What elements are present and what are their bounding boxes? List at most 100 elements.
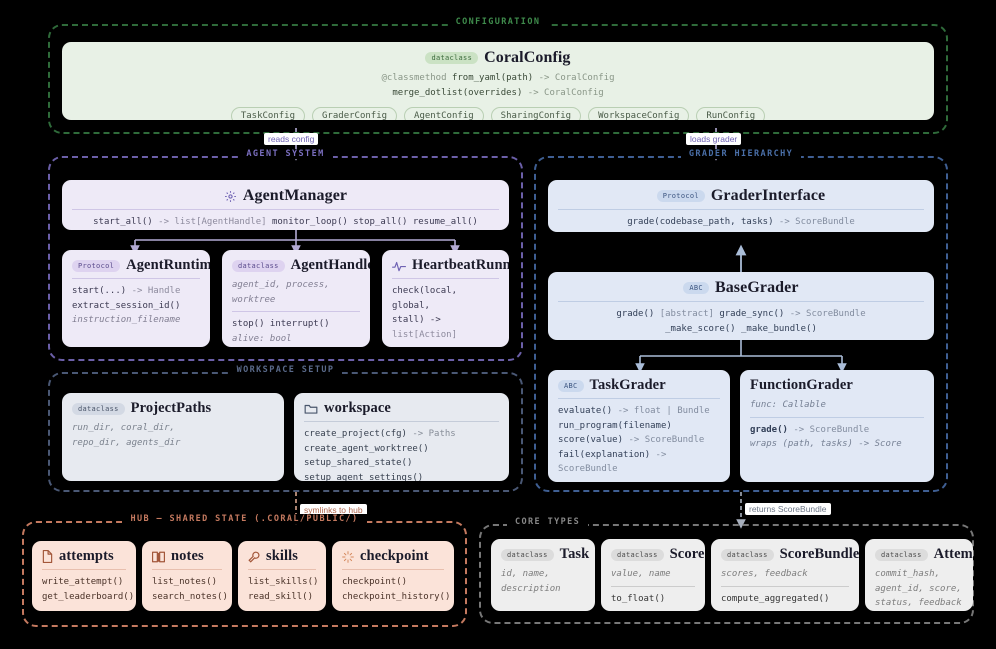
config-chip-taskconfig[interactable]: TaskConfig <box>230 107 306 120</box>
badge-dataclass: dataclass <box>875 548 928 561</box>
code-token: alive: bool <box>232 333 292 344</box>
card-rows: id, name,description <box>501 567 585 596</box>
card-title: skills <box>266 548 299 564</box>
card-header: dataclass AgentHandle <box>232 257 370 274</box>
card-rows: checkpoint()checkpoint_history() <box>342 575 450 604</box>
section-title-core-types: CORE TYPES <box>481 517 972 527</box>
code-line: setup_agent_settings() <box>304 471 499 482</box>
card-header: dataclass Attempt <box>875 546 973 563</box>
card-agent-handle[interactable]: dataclass AgentHandle agent_id, process,… <box>222 250 370 347</box>
code-token: from_yaml(path) <box>451 73 539 83</box>
code-token: list_notes() <box>152 577 218 587</box>
card-heartbeat-runner[interactable]: HeartbeatRunner check(local, global, sta… <box>382 250 509 347</box>
code-token: grade(codebase_path, tasks) <box>627 217 779 227</box>
card-coral-config[interactable]: dataclass CoralConfig @classmethod from_… <box>62 42 934 120</box>
code-line: agent_id, score, <box>875 582 963 597</box>
card-rows: list_skills()read_skill() <box>248 575 319 604</box>
card-header: ABC BaseGrader <box>558 279 924 297</box>
divider <box>152 569 222 570</box>
divider <box>72 278 200 279</box>
card-title: CoralConfig <box>484 49 571 66</box>
section-title-grader-hierarchy: GRADER HIERARCHY <box>536 149 946 159</box>
card-task[interactable]: dataclass Task id, name,description <box>491 539 595 611</box>
config-chip-graderconfig[interactable]: GraderConfig <box>312 107 398 120</box>
folder-icon <box>304 403 318 415</box>
section-title-agent-system: AGENT SYSTEM <box>50 149 521 159</box>
card-score[interactable]: dataclass Score value, name to_float() <box>601 539 705 611</box>
card-header: Protocol AgentRuntime <box>72 257 210 274</box>
code-line: create_project(cfg) -> Paths <box>304 427 499 442</box>
card-checkpoint[interactable]: checkpoint checkpoint()checkpoint_histor… <box>332 541 454 611</box>
card-agent-manager[interactable]: AgentManager start_all() -> list[AgentHa… <box>62 180 509 230</box>
card-rows: write_attempt()get_leaderboard() <box>42 575 134 604</box>
card-rows: commit_hash,agent_id, score,status, feed… <box>875 567 963 611</box>
connector-label-returns-scorebundle: returns ScoreBundle <box>745 503 831 515</box>
card-title: FunctionGrader <box>750 377 853 393</box>
card-header: dataclass CoralConfig <box>72 49 924 67</box>
config-chip-agentconfig[interactable]: AgentConfig <box>404 107 484 120</box>
config-chip-row: TaskConfig GraderConfig AgentConfig Sharing… <box>72 107 924 120</box>
code-token: list_skills() <box>248 577 319 587</box>
code-token: setup_agent_settings() <box>304 472 424 482</box>
section-title-hub: HUB — SHARED STATE (.CORAL/PUBLIC/) <box>24 514 465 524</box>
code-token: id, name, <box>501 569 550 579</box>
card-header: workspace <box>304 400 499 417</box>
code-line: compute_aggregated() <box>721 592 849 607</box>
card-attrs: agent_id, process,worktree <box>232 278 360 307</box>
card-title: ProjectPaths <box>130 400 212 416</box>
card-attempt[interactable]: dataclass Attempt commit_hash,agent_id, … <box>865 539 973 611</box>
code-token: extract_session_id() <box>72 300 181 311</box>
card-notes[interactable]: notes list_notes()search_notes() <box>142 541 232 611</box>
card-project-paths[interactable]: dataclass ProjectPaths run_dir, coral_di… <box>62 393 284 481</box>
code-token: -> ScoreBundle <box>789 309 866 319</box>
card-rows: to_float() <box>611 592 695 607</box>
badge-abc: ABC <box>558 379 584 392</box>
connector-label-symlinks-to-hub: symlinks to hub <box>300 504 367 516</box>
card-title: workspace <box>324 400 391 416</box>
card-header: FunctionGrader <box>750 377 924 394</box>
config-chip-workspaceconfig[interactable]: WorkspaceConfig <box>588 107 690 120</box>
code-line: fail(explanation) -> <box>558 448 720 463</box>
divider <box>304 421 499 422</box>
card-function-grader[interactable]: FunctionGrader func: Callable grade() ->… <box>740 370 934 482</box>
code-token: -> CoralConfig <box>538 73 615 83</box>
code-token: -> CoralConfig <box>527 87 604 98</box>
card-title: HeartbeatRunner <box>412 257 509 273</box>
code-token: search_notes() <box>152 591 228 602</box>
connector-label-loads-grader: loads grader <box>686 133 742 145</box>
code-token: write_attempt() <box>42 577 124 587</box>
card-base-grader[interactable]: ABC BaseGrader grade() [abstract] grade_… <box>548 272 934 340</box>
card-title: ScoreBundle <box>779 546 859 562</box>
section-title-workspace-setup: WORKSPACE SETUP <box>50 365 521 375</box>
card-rows: start_all() -> list[AgentHandle] monitor… <box>72 215 499 230</box>
config-chip-runconfig[interactable]: RunConfig <box>696 107 766 120</box>
divider <box>611 585 695 587</box>
code-token: create_agent_worktree() <box>304 443 429 454</box>
card-attempts[interactable]: attempts write_attempt()get_leaderboard(… <box>32 541 136 611</box>
badge-dataclass: dataclass <box>501 548 554 561</box>
card-task-grader[interactable]: ABC TaskGrader evaluate() -> float | Bun… <box>548 370 730 482</box>
book-icon <box>152 551 165 563</box>
config-chip-sharingconfig[interactable]: SharingConfig <box>490 107 582 120</box>
code-token: checkpoint_history() <box>342 591 451 602</box>
code-token: ScoreBundle <box>558 464 618 474</box>
card-title: attempts <box>59 548 114 564</box>
card-title: BaseGrader <box>714 279 799 296</box>
code-token: -> Paths <box>412 429 456 439</box>
code-token: create_project(cfg) <box>304 429 413 439</box>
code-line: id, name, <box>501 567 585 582</box>
code-line: instruction_filename <box>72 313 200 328</box>
code-line: grade() [abstract] grade_sync() -> Score… <box>558 307 924 322</box>
code-token: stall) -> <box>392 315 441 325</box>
code-line: merge_dotlist(overrides) -> CoralConfig <box>72 86 924 101</box>
card-score-bundle[interactable]: dataclass ScoreBundle scores, feedback c… <box>711 539 859 611</box>
code-token: to_float() <box>611 593 666 604</box>
card-grader-interface[interactable]: Protocol GraderInterface grade(codebase_… <box>548 180 934 232</box>
card-agent-runtime[interactable]: Protocol AgentRuntime start(...) -> Hand… <box>62 250 210 347</box>
code-line: extract_session_id() <box>72 299 200 314</box>
code-token: evaluate() <box>558 406 618 416</box>
code-line: scores, feedback <box>721 567 849 582</box>
card-skills[interactable]: skills list_skills()read_skill() <box>238 541 326 611</box>
